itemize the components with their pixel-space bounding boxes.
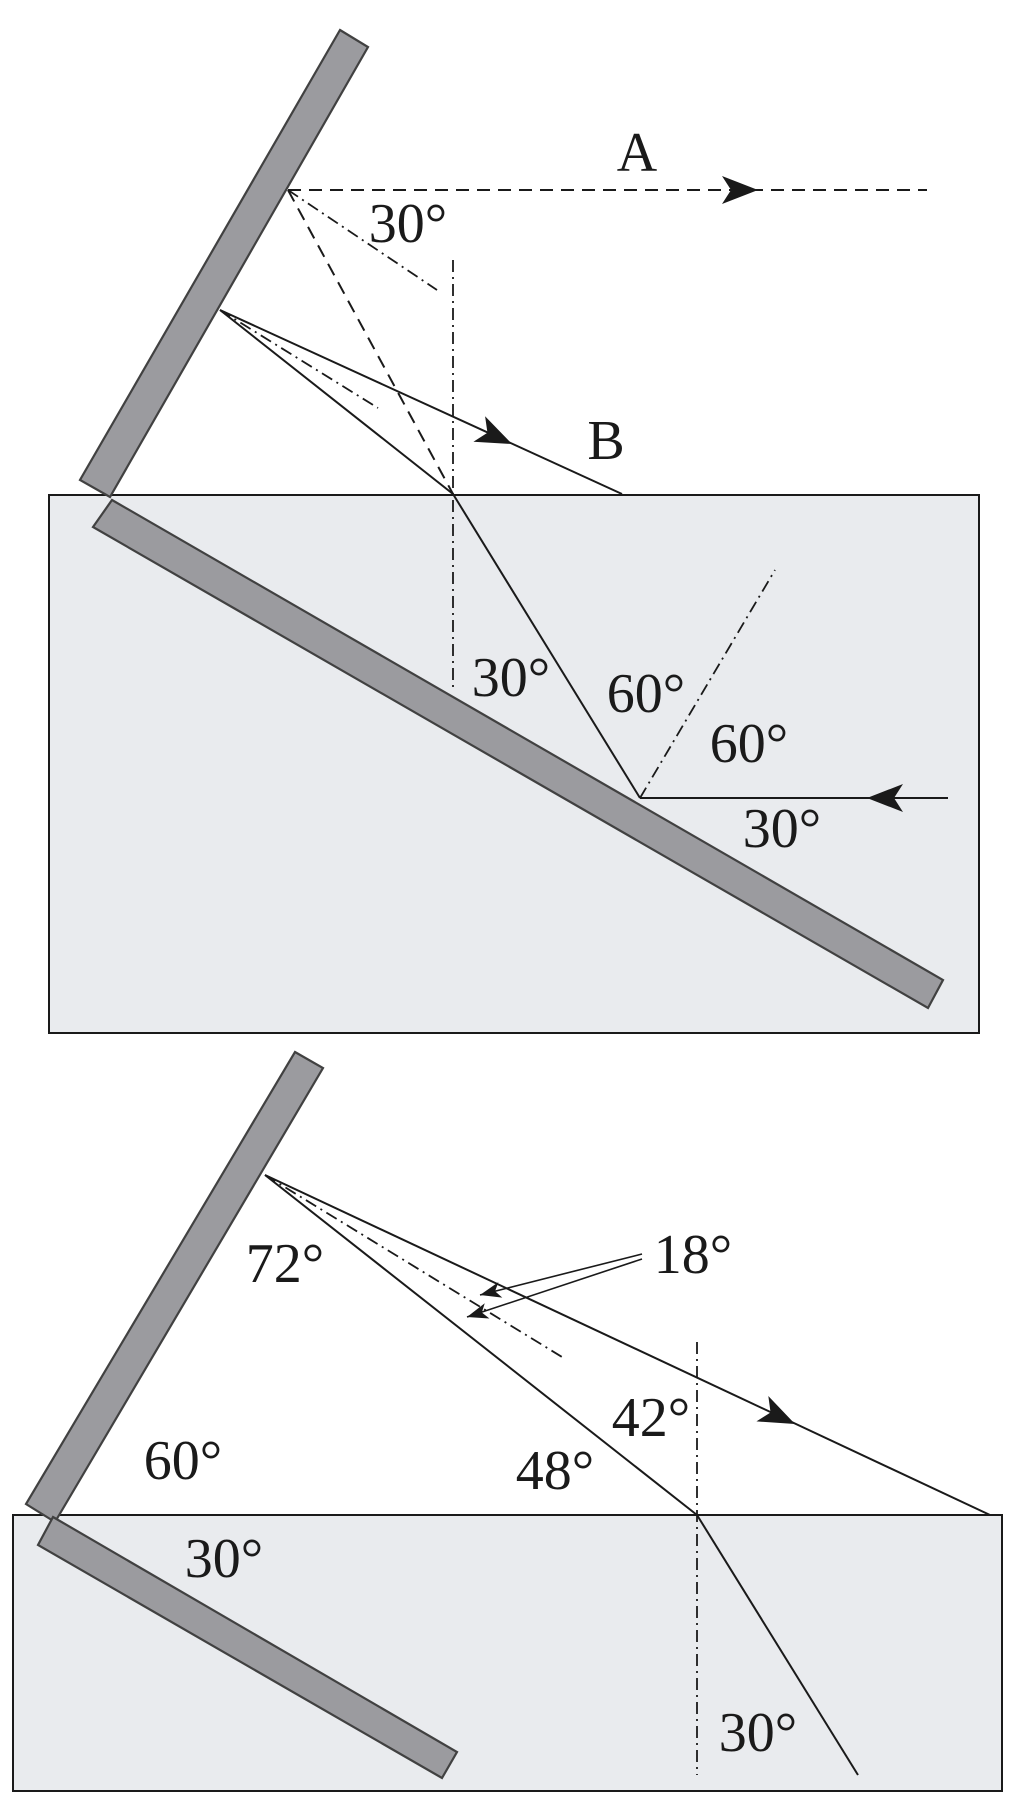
unrefracted-ray-dashed [287, 189, 454, 495]
refracted-underwater-ray [696, 1514, 859, 1776]
angle-label-30-refracted: 30° [719, 1702, 797, 1764]
angle-label-30-bottom: 30° [743, 798, 821, 860]
angle-label-30-underwater: 30° [472, 647, 550, 709]
ray-a-label: A [617, 122, 658, 184]
underwater-ray [452, 493, 641, 799]
exit-ray-arrowhead [756, 1396, 801, 1437]
split-bisector-dashdot [264, 1174, 563, 1358]
angle-label-18: 18° [654, 1224, 732, 1286]
angle-label-60-surface: 60° [144, 1430, 222, 1492]
submerged-mirror-normal [639, 569, 776, 799]
mirror-above-water [78, 28, 370, 499]
angle-label-48: 48° [516, 1440, 594, 1502]
ray-a-arrowhead [722, 176, 758, 204]
annotation-line-1 [479, 1253, 643, 1296]
ray-b [219, 309, 623, 495]
ray-b-label: B [587, 410, 624, 472]
annotation-arrowhead-2 [464, 1303, 490, 1325]
lower-exit-ray [264, 1174, 698, 1516]
angle-label-30-upper: 30° [369, 193, 447, 255]
water-region-bottom [12, 1514, 1003, 1792]
angle-label-30-mirror: 30° [185, 1528, 263, 1590]
angle-label-42: 42° [612, 1387, 690, 1449]
air-ray-to-surface [219, 309, 454, 495]
bottom-diagram: 72° 18° 42° 48° 60° 30° 30° [12, 1050, 1003, 1792]
top-diagram: A 30° B 30° 60° 60° 30° [48, 28, 980, 1034]
annotation-line-2 [466, 1258, 643, 1318]
mirror-below-water [91, 498, 945, 1010]
ray-b-arrowhead [473, 416, 518, 457]
angle-label-72: 72° [246, 1233, 324, 1295]
upper-exit-ray [264, 1174, 991, 1516]
mirror-below-water-2 [36, 1515, 459, 1780]
angle-label-60-right: 60° [710, 713, 788, 775]
mirror-normal-lower [219, 309, 379, 409]
mirror-normal-upper [287, 189, 438, 291]
angle-label-60-left: 60° [607, 663, 685, 725]
